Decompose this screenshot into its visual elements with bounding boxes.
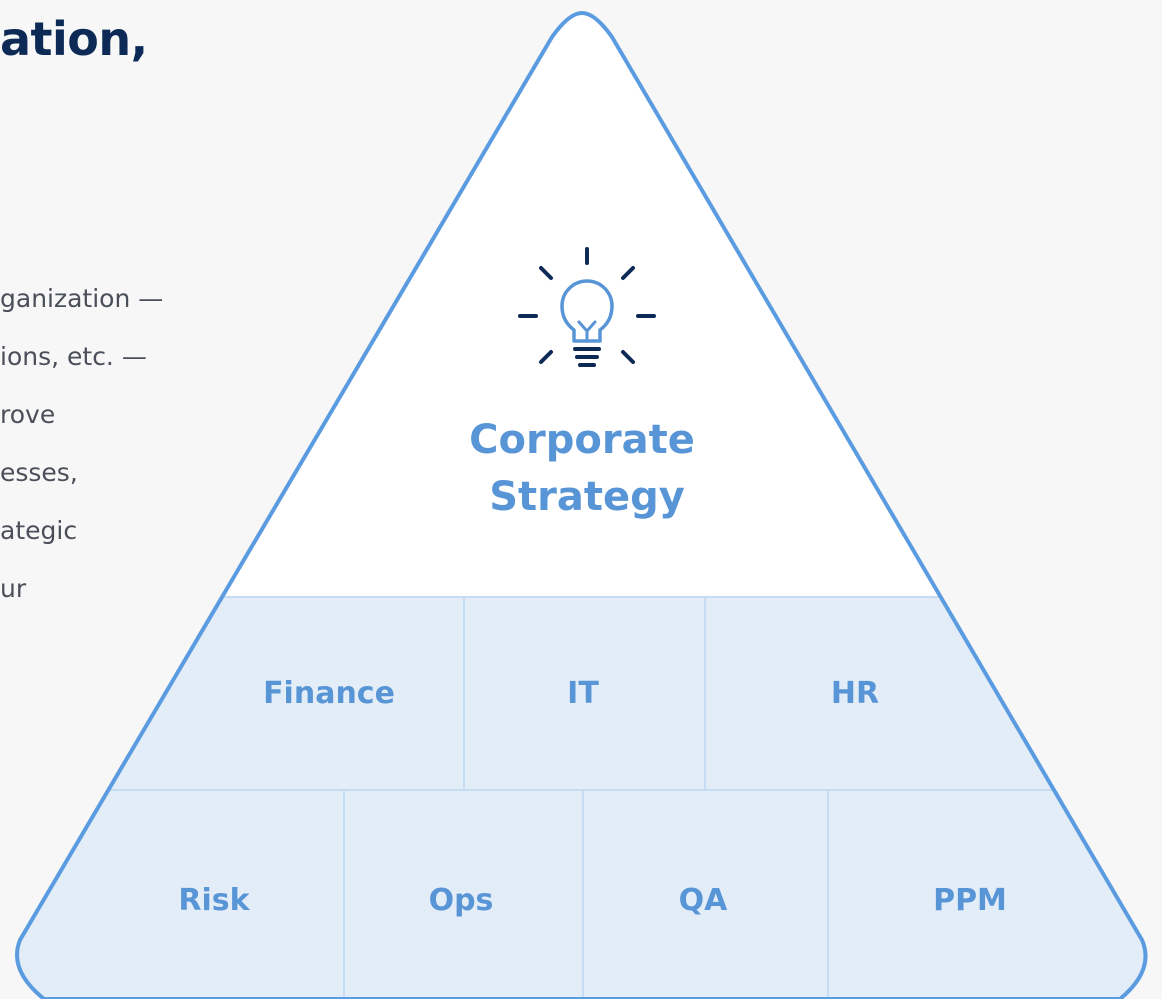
- tier-label-ppm: PPM: [933, 883, 1007, 918]
- top-title-line-1: Corporate: [469, 417, 695, 463]
- tier-label-qa: QA: [679, 883, 729, 918]
- tier-label-ops: Ops: [429, 883, 494, 918]
- section-body: ganization — ions, etc. — rove esses, at…: [0, 270, 163, 618]
- body-line: ur: [0, 574, 27, 603]
- lightbulb-icon: [518, 247, 656, 364]
- tier-label-hr: HR: [831, 676, 879, 711]
- body-line: esses,: [0, 458, 78, 487]
- body-line: ions, etc. —: [0, 342, 147, 371]
- top-title-line-2: Strategy: [489, 474, 685, 520]
- body-line: ganization —: [0, 284, 164, 313]
- pyramid-tier-bottom: [17, 790, 1146, 999]
- tier-label-risk: Risk: [178, 883, 250, 918]
- body-line: rove: [0, 400, 56, 429]
- pyramid-outline: [15, 11, 1148, 999]
- section-heading: ation,: [0, 12, 148, 66]
- lightbulb-glass: [560, 279, 614, 367]
- tier-label-finance: Finance: [263, 676, 395, 711]
- body-line: ategic: [0, 516, 78, 545]
- tier-label-it: IT: [567, 676, 599, 711]
